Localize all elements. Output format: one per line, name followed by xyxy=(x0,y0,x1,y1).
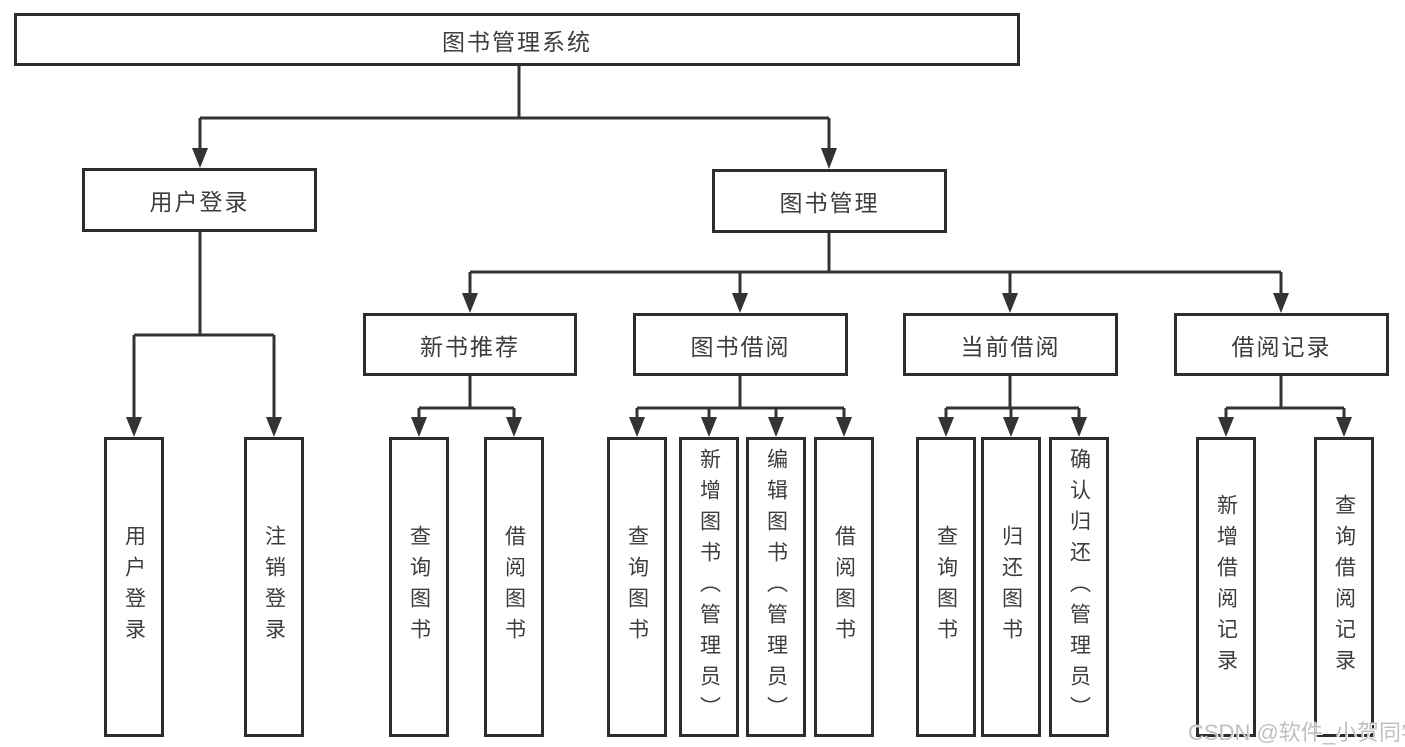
leaf-cb-confirm-return-admin: 确认归还（管理员） xyxy=(1049,437,1109,737)
node-library-management-system: 图书管理系统 xyxy=(14,13,1020,66)
node-book-borrowing: 图书借阅 xyxy=(633,313,848,376)
arrowheads xyxy=(126,148,1352,437)
node-book-management: 图书管理 xyxy=(712,169,947,233)
leaf-nb-borrow-books: 借阅图书 xyxy=(484,437,544,737)
node-borrowing-records: 借阅记录 xyxy=(1174,313,1389,376)
leaf-br-query-record: 查询借阅记录 xyxy=(1314,437,1374,737)
leaf-bb-add-books-admin: 新增图书（管理员） xyxy=(679,437,739,737)
leaf-bb-borrow-books: 借阅图书 xyxy=(814,437,874,737)
leaf-bb-query-books: 查询图书 xyxy=(607,437,667,737)
node-label: 借阅记录 xyxy=(1231,333,1332,360)
node-user-login: 用户登录 xyxy=(82,168,317,232)
leaf-nb-query-books: 查询图书 xyxy=(389,437,449,737)
node-label: 图书管理系统 xyxy=(442,28,592,55)
csdn-watermark: CSDN @软件_小贺同学 xyxy=(1188,720,1405,745)
leaf-bb-edit-books-admin: 编辑图书（管理员） xyxy=(746,437,806,737)
leaf-cb-query-books: 查询图书 xyxy=(916,437,976,737)
node-label: 图书管理 xyxy=(779,190,880,216)
leaf-user-login: 用户登录 xyxy=(104,437,164,737)
node-label: 用户登录 xyxy=(149,189,250,215)
node-new-book-recommendation: 新书推荐 xyxy=(363,313,577,376)
node-label: 新书推荐 xyxy=(420,333,520,360)
leaf-cb-return-books: 归还图书 xyxy=(981,437,1041,737)
node-current-borrowing: 当前借阅 xyxy=(903,313,1118,376)
node-label: 当前借阅 xyxy=(960,333,1061,360)
node-label: 图书借阅 xyxy=(690,333,791,360)
leaf-br-add-record: 新增借阅记录 xyxy=(1196,437,1256,737)
leaf-logout: 注销登录 xyxy=(244,437,304,737)
